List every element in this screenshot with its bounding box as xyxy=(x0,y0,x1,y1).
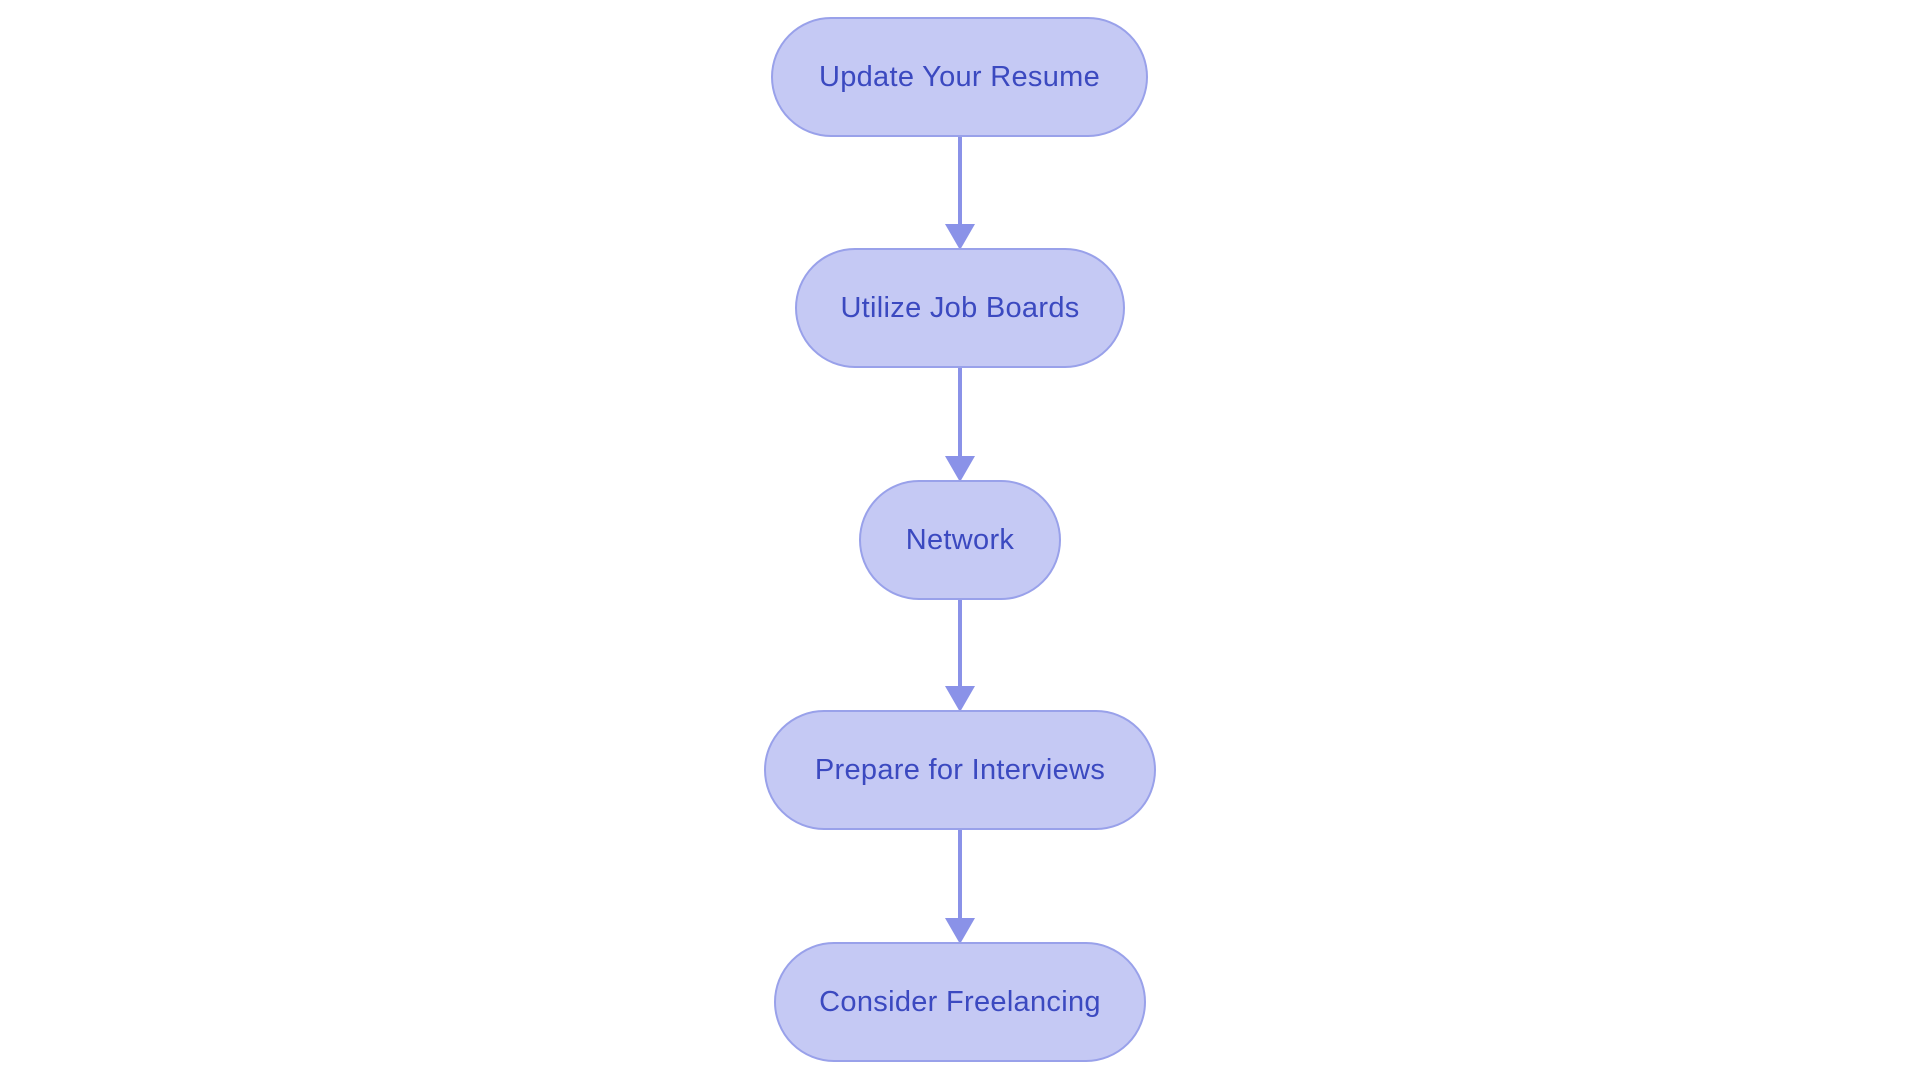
flow-node-label: Consider Freelancing xyxy=(819,985,1101,1018)
flow-node-label: Update Your Resume xyxy=(818,60,1101,93)
flow-arrow-3 xyxy=(945,598,975,712)
flow-node-consider-freelancing: Consider Freelancing xyxy=(774,942,1146,1062)
flow-node-utilize-job-boards: Utilize Job Boards xyxy=(795,248,1125,368)
flow-arrow-2 xyxy=(945,366,975,482)
flow-node-label: Network xyxy=(905,523,1015,556)
flow-node-network: Network xyxy=(859,480,1061,600)
flow-node-label: Prepare for Interviews xyxy=(814,753,1106,786)
flow-node-update-resume: Update Your Resume xyxy=(771,17,1148,137)
flow-node-label: Utilize Job Boards xyxy=(840,291,1080,324)
flow-arrow-1 xyxy=(945,135,975,250)
flow-node-prepare-for-interviews: Prepare for Interviews xyxy=(764,710,1156,830)
flow-arrow-4 xyxy=(945,828,975,944)
